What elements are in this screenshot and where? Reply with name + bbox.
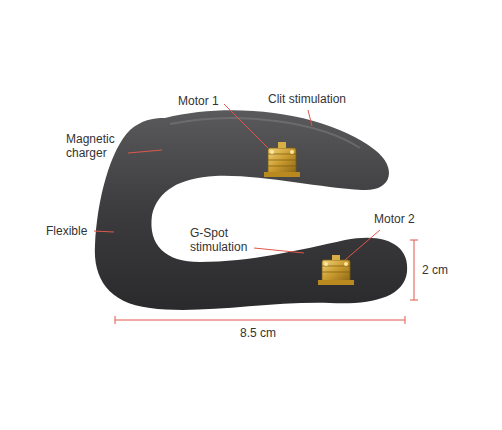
part-label: Motor 1 [178,94,238,108]
part-label: Motor 2 [374,212,434,226]
dimension-tick [410,240,418,241]
dimension-tick [410,300,418,301]
motor-symbol [318,255,354,285]
body-highlight [170,118,360,148]
dimension-label: 2 cm [422,263,472,277]
leader-line [224,104,268,148]
part-label: Flexible [46,224,106,238]
dimension-line [115,320,405,321]
leader-line [94,231,114,232]
part-label: Clit stimulation [268,92,378,106]
part-label: Magnetic charger [66,132,128,160]
motor-symbol [264,142,300,177]
leader-line [254,248,304,253]
dimension-tick [115,316,116,324]
leader-line [128,150,162,153]
leader-line [308,110,312,126]
device-body [95,110,407,310]
part-label: G-Spot stimulation [190,226,262,254]
dimension-line [414,240,415,300]
leader-line [345,230,380,260]
dimension-tick [405,316,406,324]
dimension-label: 8.5 cm [240,326,300,340]
